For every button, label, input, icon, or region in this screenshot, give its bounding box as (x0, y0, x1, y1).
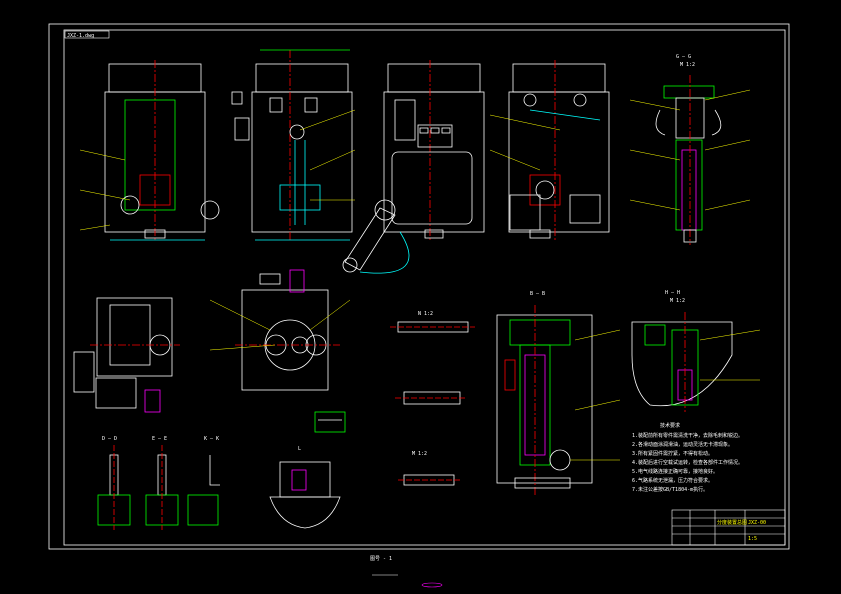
front-view-1 (104, 60, 220, 241)
note-6: 6.气路系统无泄漏，压力符合要求。 (632, 477, 713, 484)
section-e-e: E — E (145, 436, 179, 530)
section-gg-label: G — G (676, 54, 691, 60)
note-5: 5.电气线路连接正确可靠，接地良好。 (632, 468, 718, 475)
svg-text:K — K: K — K (204, 436, 219, 442)
middle-left-assembly (73, 297, 180, 413)
section-g-g: G — G M 1:2 (655, 54, 722, 245)
detail-small-part (314, 411, 346, 433)
bottom-caption: 图号 - 1 (370, 556, 392, 562)
rear-view-4 (508, 60, 610, 240)
technical-notes: 技术要求 1.装配前所有零件需清洗干净，去除毛刺和锐边。 2.各滑动面涂润滑油，… (632, 422, 743, 493)
corner-tag-box (64, 30, 110, 39)
section-k-k: K — K (187, 436, 220, 526)
leader-lines (79, 89, 761, 461)
title-block-name: 分度装置总图 (717, 519, 747, 526)
section-hh-label: H — H (665, 290, 680, 296)
bottom-symbol (372, 574, 443, 588)
side-view-3 (342, 60, 485, 274)
front-view-2 (231, 49, 353, 241)
section-h-h: H — H M 1:2 (631, 290, 733, 412)
note-1: 1.装配前所有零件需清洗干净，去除毛刺和锐边。 (632, 432, 743, 439)
detail-l: L (269, 446, 341, 529)
section-n-label: N 1:2 (418, 311, 433, 317)
section-b-b: B — B (496, 291, 593, 495)
corner-tag: JXZ-1.dwg (67, 33, 94, 39)
svg-text:L: L (298, 446, 301, 452)
detail-shaft-2 (395, 391, 465, 405)
section-bb-label: B — B (530, 291, 545, 297)
svg-text:M 1:2: M 1:2 (412, 451, 427, 457)
title-block-drawing-no: JXZ-00 (748, 520, 766, 526)
title-block (671, 509, 786, 546)
cam-mechanism-view (235, 269, 340, 391)
section-d-d: D — D (97, 436, 131, 530)
note-3: 3.所有紧固件需拧紧，不得有松动。 (632, 450, 713, 457)
note-4: 4.装配后进行空载试运转，检查各部件工作情况。 (632, 459, 743, 466)
svg-text:E — E: E — E (152, 436, 167, 442)
notes-title: 技术要求 (660, 422, 680, 429)
detail-m: M 1:2 (398, 451, 460, 486)
note-7: 7.未注公差按GB/T1804-m执行。 (632, 486, 708, 493)
svg-text:D — D: D — D (102, 436, 117, 442)
detail-shaft-1: N 1:2 (390, 311, 475, 333)
note-2: 2.各滑动面涂润滑油，运动灵活无卡滞现象。 (632, 441, 733, 448)
section-hh-scale: M 1:2 (670, 298, 685, 304)
section-gg-scale: M 1:2 (680, 62, 695, 68)
title-block-scale: 1:5 (748, 536, 757, 542)
drawing-frame (48, 23, 790, 550)
